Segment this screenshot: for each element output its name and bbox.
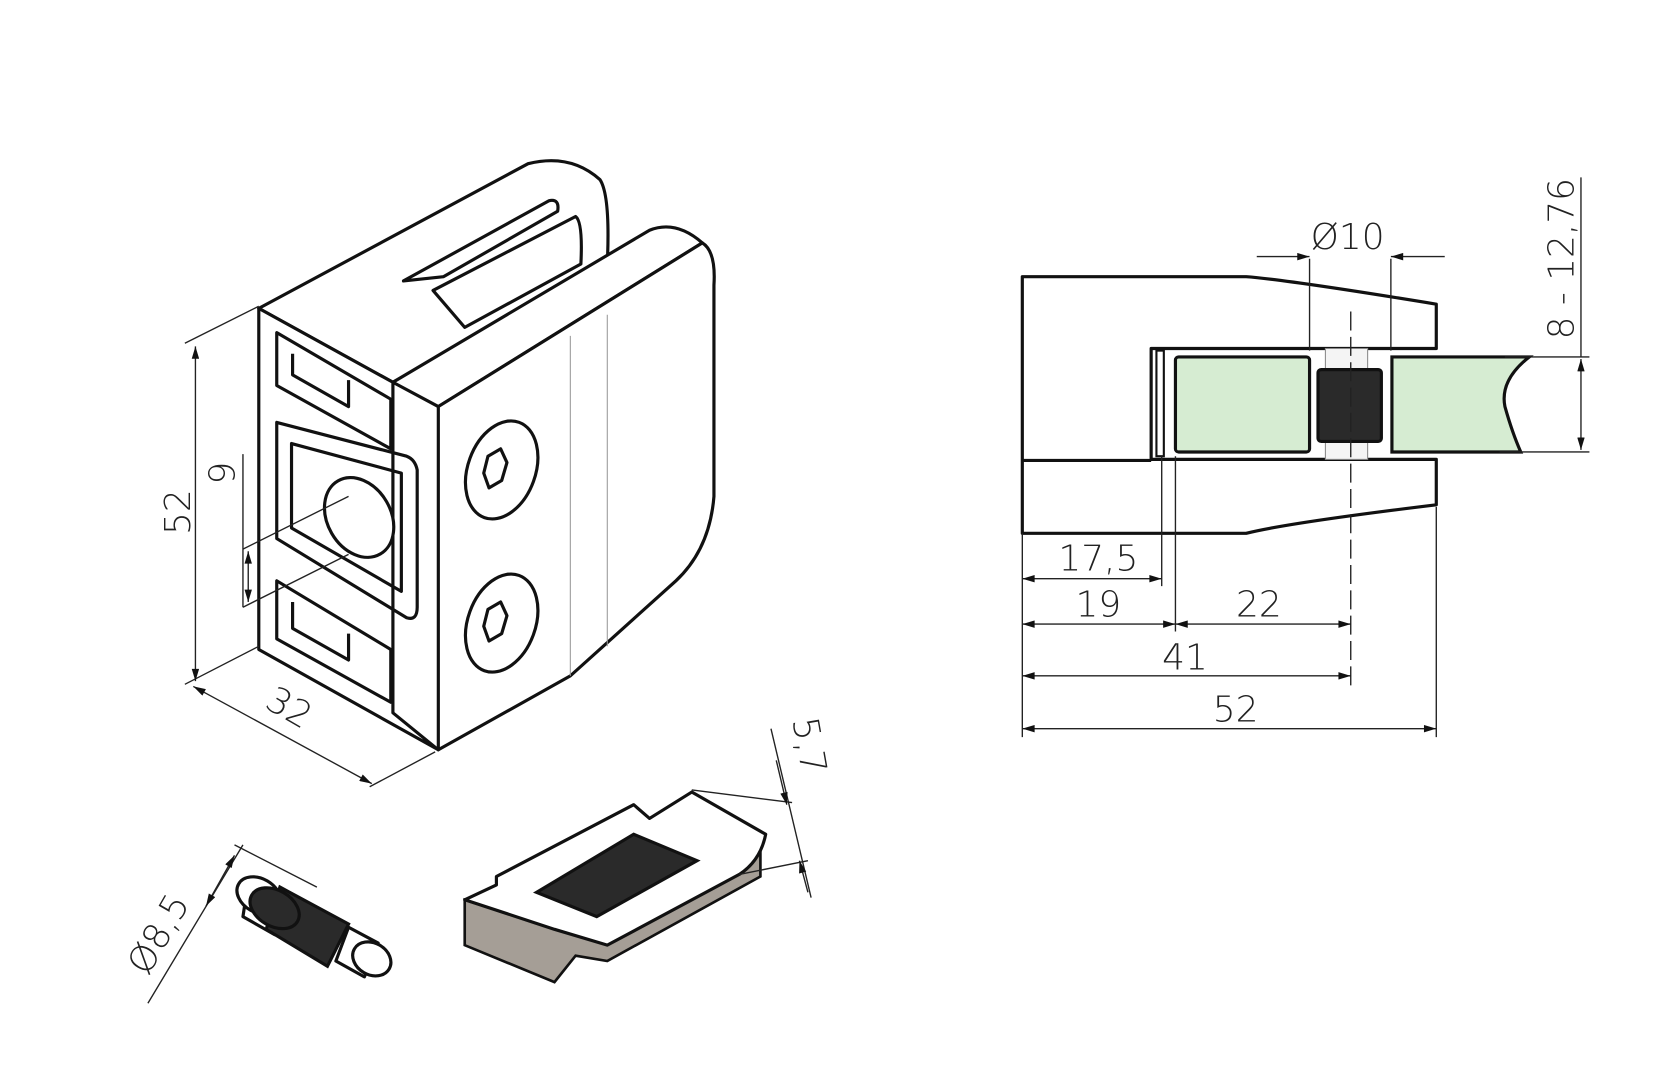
lower-slot [275,579,393,704]
upper-slot-inner [290,353,351,409]
dim-19-label: 19 [1076,585,1122,626]
dim-17-5-label: 17,5 [1058,538,1138,579]
hex-socket-icon [482,600,509,643]
glass-panel [1390,355,1534,454]
top-slot-inner [431,214,583,329]
hex-socket-icon [482,447,509,490]
middle-recess-inner [289,441,403,593]
upper-slot [275,331,393,451]
middle-recess [275,420,419,620]
dim-height-label: 52 [158,489,199,535]
pad-rubber-insert [532,832,701,919]
dim-hole-label: 9 [203,462,244,485]
lower-slot-inner [290,601,351,662]
rubber-pin-section [1316,368,1383,444]
iso-clamp-view: 52 9 32 [158,159,716,788]
top-slot [401,198,560,283]
dim-line-depth [192,685,373,785]
rubber-pad-view: 5,7 [463,714,834,984]
bolt-head-bottom [463,572,540,674]
section-view: Ø10 8 - 12,76 17,5 19 22 41 52 [1020,177,1590,738]
rubber-pin-view: Ø8,5 [120,844,393,1004]
dim-depth-label: 32 [259,679,319,737]
dim-22-label: 22 [1236,585,1282,626]
glass-inner [1173,355,1312,454]
dim-pin-label: Ø8,5 [120,887,198,981]
dim-glass-label: 8 - 12,76 [1542,178,1583,339]
dim-52-label: 52 [1213,689,1259,730]
dim-pad-label: 5,7 [784,714,834,777]
dim-41-label: 41 [1162,638,1208,679]
bolt-head-top [463,419,540,521]
dim-pin-diameter-label: Ø10 [1311,217,1385,258]
bolt-hole [322,476,396,559]
